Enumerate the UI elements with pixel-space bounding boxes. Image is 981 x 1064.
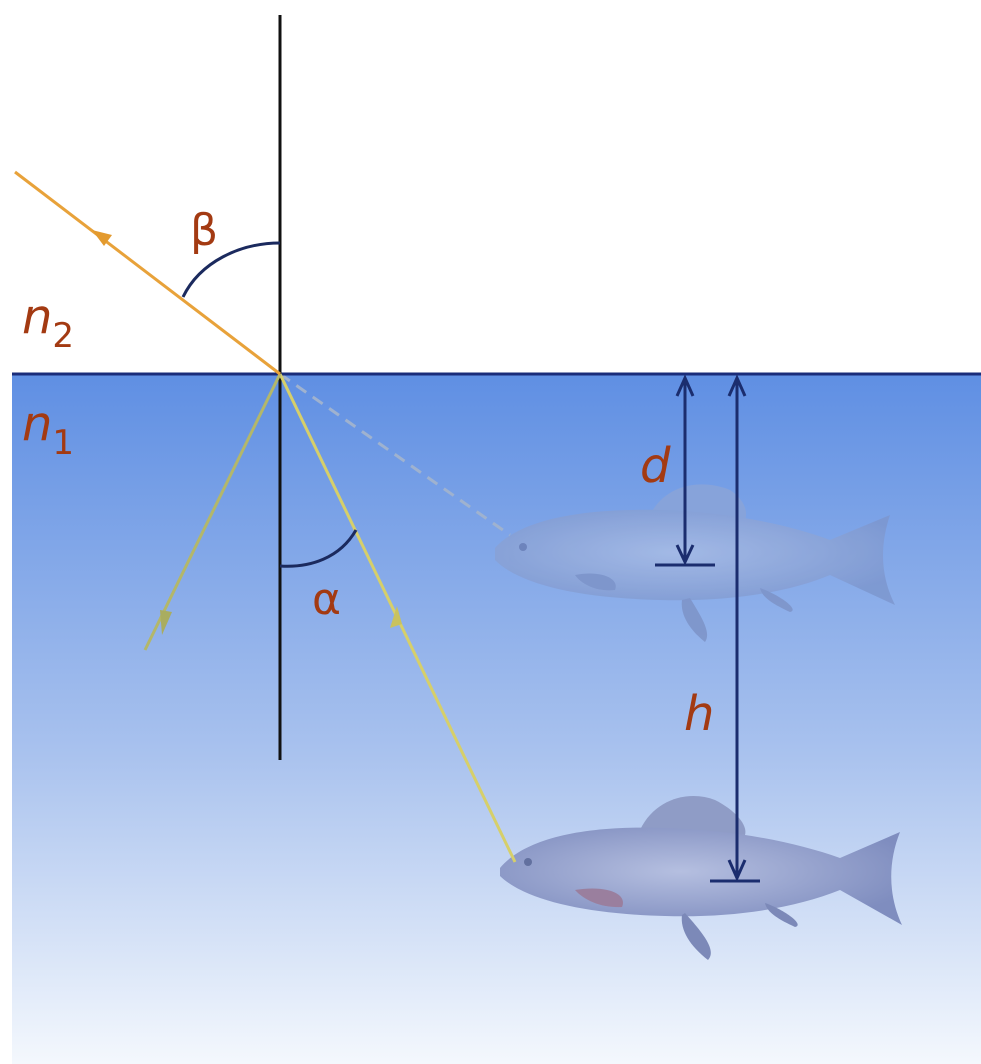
beta-angle-arc <box>181 241 281 298</box>
h-label: h <box>684 686 714 742</box>
depth-h-arrow <box>710 374 760 883</box>
d-label: d <box>640 438 671 494</box>
reflected-ray-water <box>143 373 282 651</box>
alpha-angle-arc <box>279 529 358 568</box>
refracted-ray-air <box>14 170 281 376</box>
beta-label: β <box>190 205 218 256</box>
depth-d-arrow <box>655 374 715 567</box>
ray-arrow-reflected <box>160 610 172 635</box>
alpha-label: α <box>312 574 341 625</box>
apparent-fish-icon <box>495 484 895 642</box>
water-region <box>12 374 981 1064</box>
apparent-ray-extension <box>279 372 511 537</box>
ray-arrow-air <box>92 230 112 246</box>
ray-arrow-water <box>390 606 402 628</box>
n1-label: n1 <box>22 396 74 463</box>
n2-label: n2 <box>22 289 74 356</box>
real-fish-icon <box>500 795 902 960</box>
